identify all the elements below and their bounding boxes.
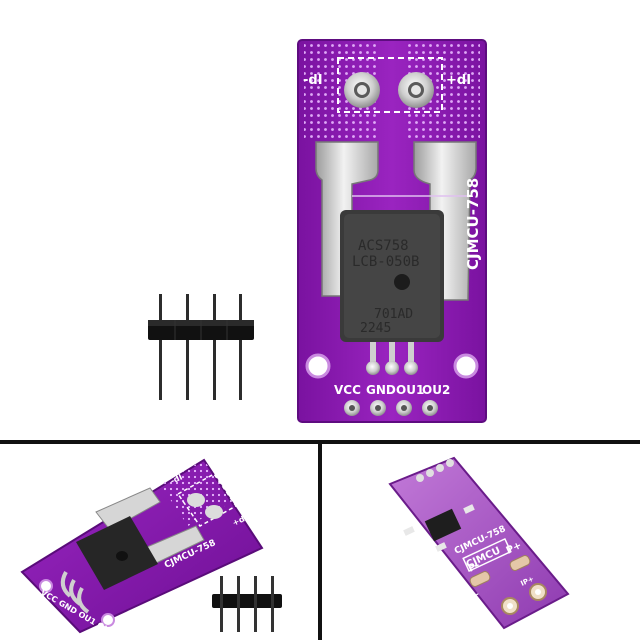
main-board-photo: -dI +dI ACS758 LCB-050B 701AD 2245 <box>148 39 487 423</box>
angled-chip <box>76 516 158 590</box>
mounting-hole-right <box>453 353 479 379</box>
chip-text-line4: 2245 <box>360 321 391 336</box>
chip-pin-pad <box>366 361 380 375</box>
angled-pin-header <box>212 576 282 632</box>
main-photo-panel: -dI +dI ACS758 LCB-050B 701AD 2245 <box>148 39 487 423</box>
label-minus-ip: -dI <box>303 73 323 88</box>
label-plus-ip: +dI <box>446 73 471 88</box>
chip-text-line2: LCB-050B <box>352 254 419 270</box>
label-pin-ou1: OU1 <box>396 383 424 397</box>
chip-mounting-hole <box>394 274 410 290</box>
label-model: CJMCU-758 <box>464 178 482 270</box>
chip-text-line1: ACS758 <box>358 238 409 254</box>
rear-ic <box>424 508 462 542</box>
angled-photo-panel: VCC GND OU1 OU2 CJMCU-758 -dI +dI <box>0 444 316 640</box>
label-pin-ou2: OU2 <box>422 383 450 397</box>
mounting-hole-left <box>305 353 331 379</box>
terminal-outline <box>337 57 443 113</box>
pin-header <box>148 294 254 400</box>
rear-pcb-body <box>388 456 570 630</box>
rear-label-ip-minus: IP- <box>467 590 480 602</box>
label-pin-gnd: GND <box>366 383 396 397</box>
current-lead-right <box>413 141 477 301</box>
divider-horizontal <box>0 440 640 444</box>
chip-pin-pad <box>385 361 399 375</box>
rear-board-photo: CJMCU-758 CJMCU P- P+ IP- IP+ <box>388 456 570 630</box>
chip-text-line3: 701AD <box>374 307 413 322</box>
angled-board-photo: VCC GND OU1 OU2 CJMCU-758 -dI +dI <box>20 458 282 638</box>
chip-pin-pad <box>404 361 418 375</box>
rear-photo-panel: CJMCU-758 CJMCU P- P+ IP- IP+ <box>324 444 640 640</box>
rear-label-p-minus: P- <box>467 560 482 575</box>
label-pin-vcc: VCC <box>334 383 361 397</box>
divider-vertical <box>316 444 324 640</box>
